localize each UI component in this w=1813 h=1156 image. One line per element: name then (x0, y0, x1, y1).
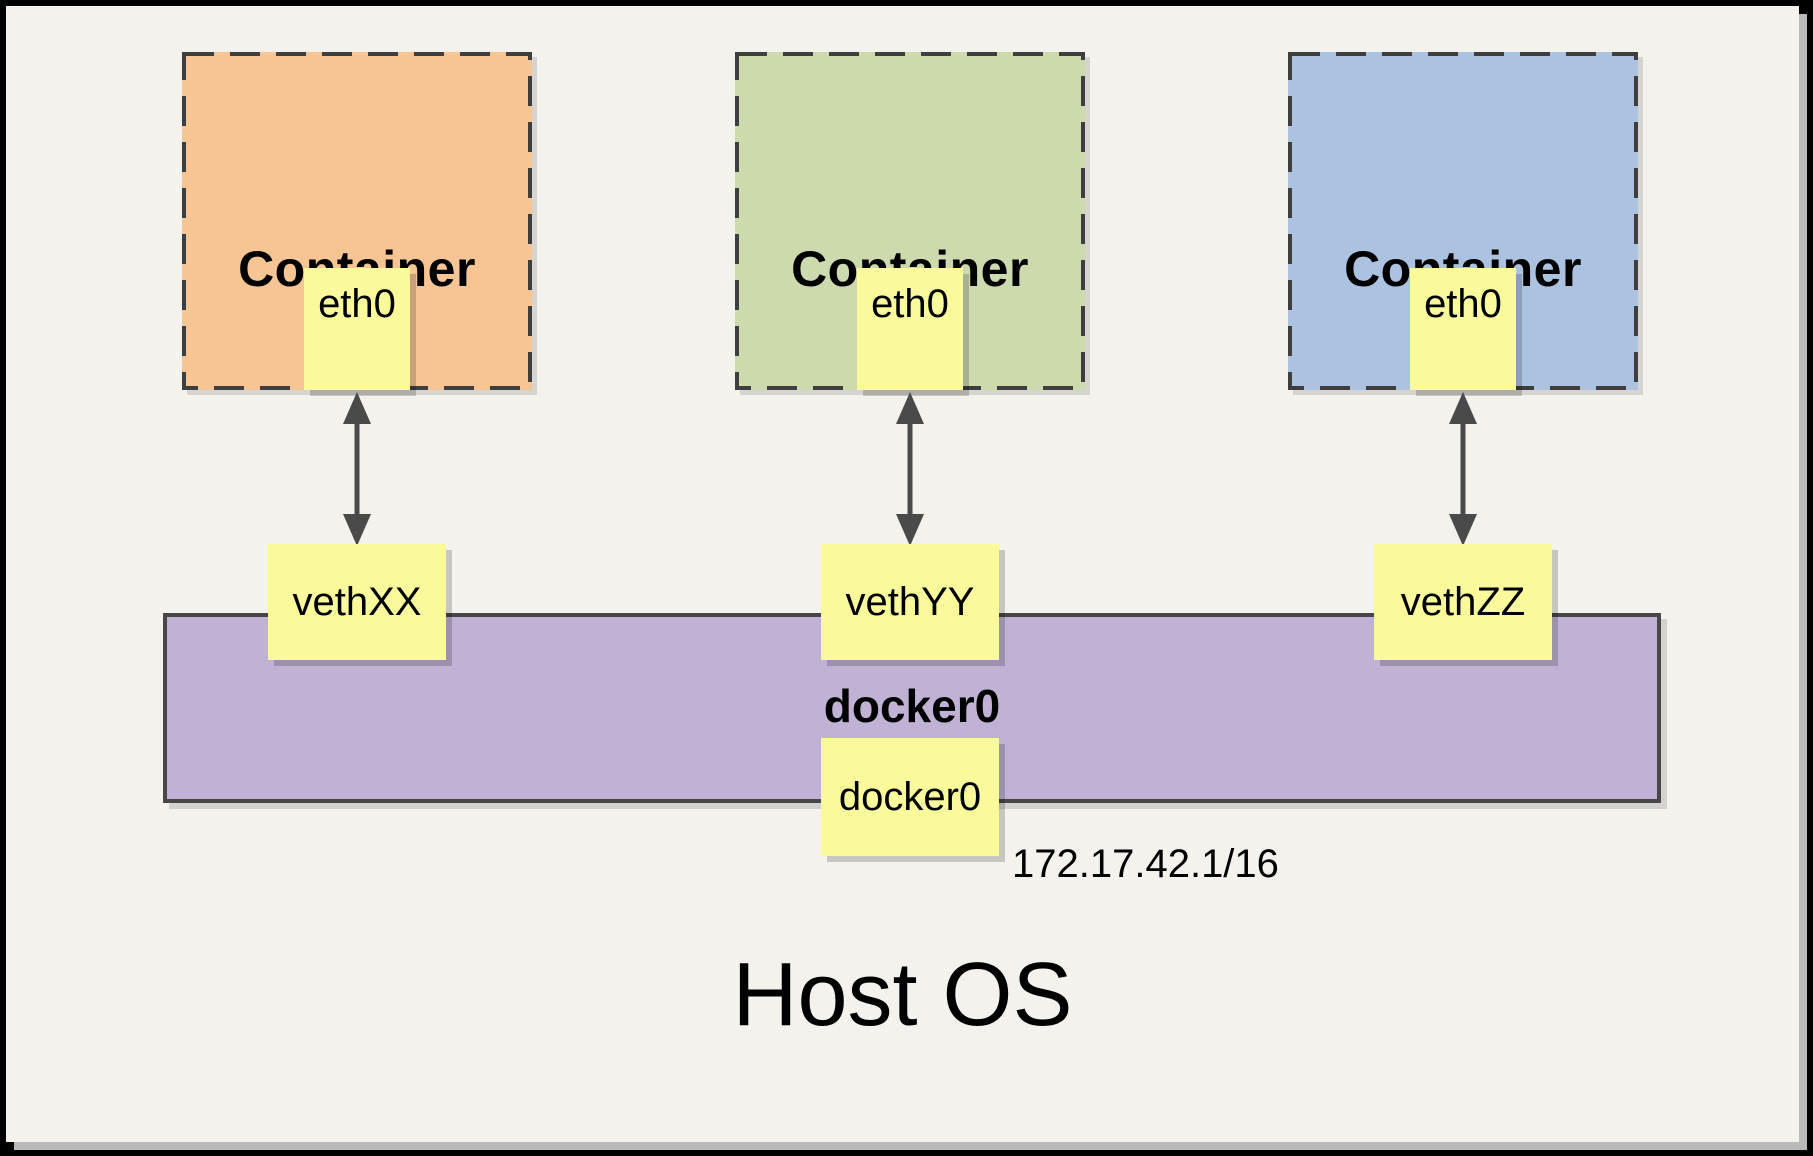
bridge-ip-address: 172.17.42.1/16 (1012, 842, 1279, 886)
vethXX-box: vethXX (268, 544, 446, 660)
container-box-1: Container eth0 (182, 52, 532, 390)
vethZZ-box: vethZZ (1374, 544, 1552, 660)
host-os-label: Host OS (732, 945, 1073, 1045)
bridge-name-label: docker0 (823, 680, 1001, 732)
eth0-interface-box-2: eth0 (857, 268, 963, 390)
vethYY-box: vethYY (821, 544, 999, 660)
container-box-2: Container eth0 (735, 52, 1085, 390)
veth-connection-arrow-1 (343, 392, 371, 546)
veth-connection-arrow-3 (1449, 392, 1477, 546)
veth-connection-arrow-2 (896, 392, 924, 546)
host-os-panel: Container eth0 Container eth0 Container … (6, 6, 1799, 1142)
container-box-3: Container eth0 (1288, 52, 1638, 390)
eth0-interface-box-3: eth0 (1410, 268, 1516, 390)
eth0-interface-box-1: eth0 (304, 268, 410, 390)
docker0-interface-box: docker0 (821, 738, 999, 856)
